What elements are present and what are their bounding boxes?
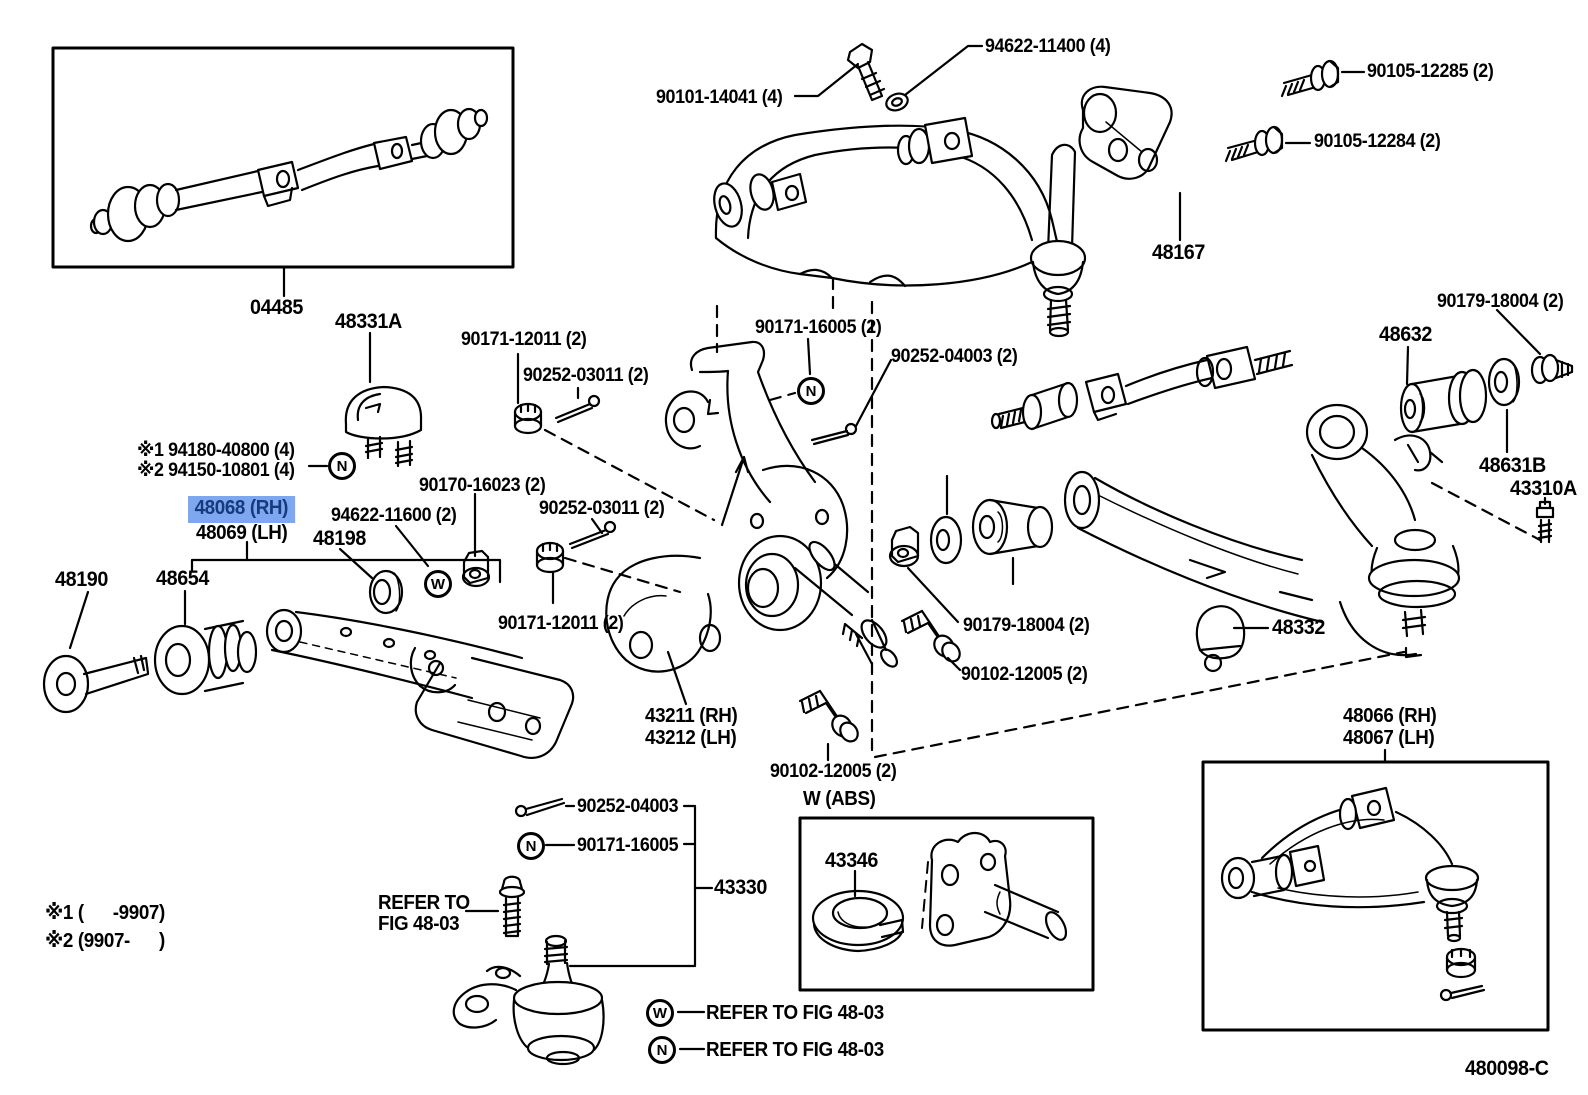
part-label-90252-03011: 90252-03011 (2) <box>523 365 649 386</box>
nut-90171-12011-second-art <box>535 541 565 574</box>
bolt-43310A-art <box>1535 500 1555 544</box>
part-label-48654: 48654 <box>156 567 210 590</box>
washer-94622-11400-art <box>885 92 909 112</box>
washer-48631B-right-art <box>1487 357 1521 407</box>
part-label-90171-16005: 90171-16005 <box>577 835 679 856</box>
part-label-04485: 04485 <box>250 296 304 319</box>
part-label-48068-highlighted[interactable]: 48068 (RH) <box>188 496 296 523</box>
part-label-48190: 48190 <box>55 568 109 591</box>
inset-box-04485 <box>51 46 515 269</box>
refer-to-line1: REFER TO <box>378 892 470 914</box>
dashed-lines <box>543 276 1542 759</box>
n-mark-icon: N <box>648 1036 676 1064</box>
part-label-90101-14041: 90101-14041 (4) <box>656 87 783 108</box>
part-label-43310A: 43310A <box>1510 477 1577 500</box>
refer-to-line2: FIG 48-03 <box>378 913 460 935</box>
part-label-48332: 48332 <box>1272 616 1326 639</box>
bolt-90105-12285-art <box>1280 59 1340 98</box>
part-label-43346: 43346 <box>825 849 879 872</box>
bracket-48331A-art <box>344 385 423 468</box>
nut-90179-18004-middle-art <box>888 525 920 568</box>
bushing-48632-right-art <box>1399 368 1488 434</box>
bolt-90179-18004-right-art <box>1530 353 1574 385</box>
bushing-48654-art <box>153 619 258 696</box>
strut-bar-art <box>89 107 489 243</box>
part-label-94622-11400: 94622-11400 (4) <box>985 36 1111 57</box>
part-label-48331A: 48331A <box>335 310 402 333</box>
w-mark-icon: W <box>424 570 452 598</box>
part-label-90171-12011: 90171-12011 (2) <box>461 329 587 350</box>
part-label-90171-12011-second: 90171-12011 (2) <box>498 613 624 634</box>
part-label-90252-04003-qty: 90252-04003 (2) <box>891 346 1018 367</box>
pin-90252-04003-top-art <box>810 422 858 446</box>
knuckle-art <box>605 340 899 673</box>
w-mark-icon: W <box>646 999 674 1027</box>
part-label-48167: 48167 <box>1152 241 1206 264</box>
leader-lines <box>68 44 1547 1051</box>
pin-90252-03011-top-art <box>554 394 601 424</box>
refer-to-fig-n: REFER TO FIG 48-03 <box>706 1039 884 1061</box>
upper-arm-right-art <box>1063 403 1461 659</box>
note-date-1: ※1 ( -9907) <box>45 902 165 924</box>
pin-90252-03011-second-art <box>568 520 617 550</box>
part-label-90252-03011-second: 90252-03011 (2) <box>539 498 665 519</box>
part-label-90105-12285: 90105-12285 (2) <box>1367 61 1494 82</box>
bracket-48167-art <box>1078 85 1173 180</box>
boxed-upper-arm-art <box>1220 786 1486 1002</box>
bolt-90101-14041-art <box>846 42 886 102</box>
inset-box-48066 <box>1201 760 1550 1032</box>
part-label-48198: 48198 <box>313 527 367 550</box>
n-mark-icon: N <box>517 832 545 860</box>
part-label-90252-04003: 90252-04003 <box>577 796 679 817</box>
washer-48631B-middle-art <box>929 515 963 565</box>
n-mark-icon: N <box>797 377 825 405</box>
part-label-48632-right: 48632 <box>1379 323 1433 346</box>
abs-rotor-43346-art <box>811 889 905 953</box>
bolt-90102-12005-right-art <box>900 609 961 663</box>
ball-joint-art <box>452 934 605 1066</box>
part-label-43212: 43212 (LH) <box>645 727 737 749</box>
bushing-48632-middle-art <box>971 498 1054 556</box>
part-label-90102-12005-right: 90102-12005 (2) <box>961 664 1088 685</box>
upper-arm-top-art <box>713 116 1087 338</box>
part-label-48069: 48069 (LH) <box>196 522 288 544</box>
part-label-43330: 43330 <box>714 876 768 899</box>
part-label-90102-12005-bottom: 90102-12005 (2) <box>770 761 897 782</box>
bolt-refer-art <box>498 875 526 938</box>
part-label-48067: 48067 (LH) <box>1343 727 1435 749</box>
part-label-43211: 43211 (RH) <box>645 705 738 727</box>
note-date-2: ※2 (9907- ) <box>45 930 165 952</box>
part-label-48066: 48066 (RH) <box>1343 705 1437 727</box>
part-label-48631B-right: 48631B <box>1479 454 1546 477</box>
bolt-90102-12005-bottom-art <box>798 689 859 743</box>
n-mark-icon: N <box>328 452 356 480</box>
figure-code: 480098-C <box>1465 1057 1549 1080</box>
strut-rod-right-art <box>990 345 1294 431</box>
part-label-90179-18004-middle: 90179-18004 (2) <box>963 615 1090 636</box>
note-part-1: ※1 94180-40800 (4) <box>137 440 295 461</box>
part-label-90105-12284: 90105-12284 (2) <box>1314 131 1441 152</box>
part-label-90171-16005-qty: 90171-16005 (2) <box>755 317 882 338</box>
inset-box-abs <box>798 816 1095 992</box>
cover-48332-art <box>1195 605 1246 673</box>
part-label-90179-18004-top: 90179-18004 (2) <box>1437 291 1564 312</box>
pin-90252-04003-bottom-art <box>514 797 566 818</box>
label-w-abs: W (ABS) <box>803 788 876 810</box>
bolt-48190-art <box>42 654 150 714</box>
abs-spindle-art <box>921 831 1068 947</box>
note-part-2: ※2 94150-10801 (4) <box>137 460 295 481</box>
washer-48198-art <box>368 569 404 615</box>
nut-90171-12011-top-art <box>513 402 543 435</box>
bolt-90105-12284-art <box>1224 125 1284 163</box>
part-label-94622-11600: 94622-11600 (2) <box>331 505 457 526</box>
lower-arm-art <box>265 608 575 759</box>
part-label-90170-16023: 90170-16023 (2) <box>419 475 546 496</box>
refer-to-fig-w: REFER TO FIG 48-03 <box>706 1002 884 1024</box>
